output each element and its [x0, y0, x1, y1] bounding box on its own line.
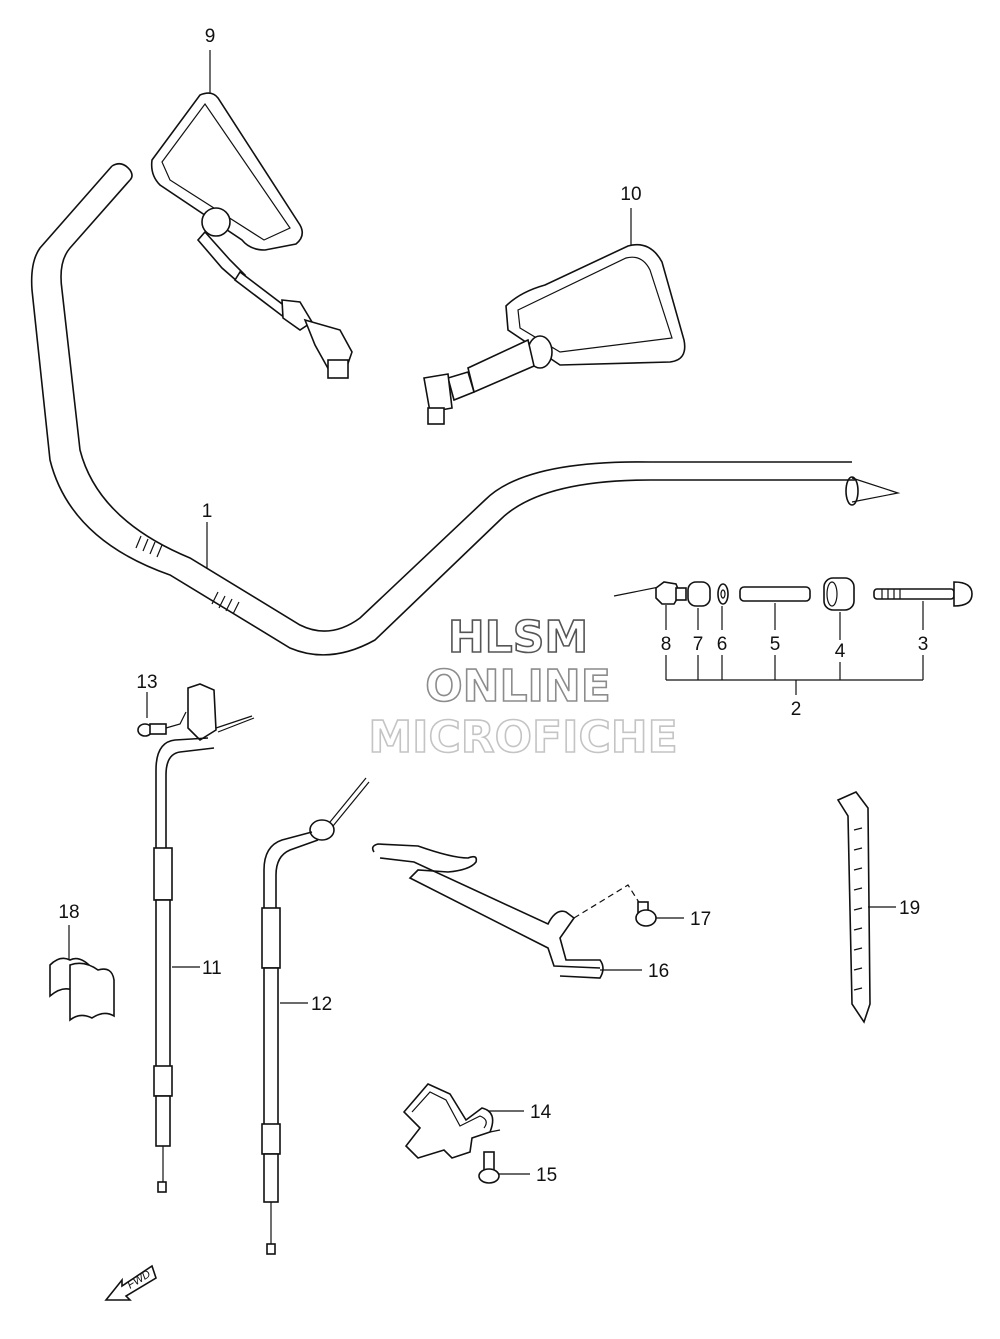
- part-10-right-mirror[interactable]: [423, 208, 686, 425]
- part-1-handlebar[interactable]: [30, 162, 901, 656]
- part-15-bolt[interactable]: [478, 1151, 530, 1184]
- callout-6: 6: [717, 634, 728, 655]
- callout-9: 9: [205, 26, 216, 47]
- callout-16: 16: [648, 961, 669, 982]
- part-8-bolt[interactable]: [613, 581, 687, 605]
- part-18-clamp[interactable]: [49, 925, 115, 1022]
- part-16-wire-guide[interactable]: [371, 843, 642, 979]
- callout-18: 18: [58, 902, 79, 923]
- callout-10: 10: [620, 184, 641, 205]
- part-11-cable[interactable]: [153, 683, 255, 1193]
- callout-3: 3: [918, 634, 929, 655]
- callout-13: 13: [136, 672, 157, 693]
- part-13-screw[interactable]: [137, 692, 187, 737]
- part-2-holder-set-bracket: [665, 601, 924, 695]
- watermark: HLSM ONLINE MICROFICHE: [368, 611, 679, 764]
- part-6-washer[interactable]: [717, 583, 729, 605]
- watermark-line-1: HLSM: [448, 612, 588, 663]
- part-14-wire-clip[interactable]: [402, 1083, 524, 1159]
- watermark-line-2: ONLINE: [425, 661, 611, 712]
- part-5-spacer[interactable]: [739, 586, 811, 602]
- part-4-bushing[interactable]: [823, 577, 855, 611]
- callout-11: 11: [202, 958, 222, 979]
- part-3-long-bolt[interactable]: [873, 581, 973, 607]
- callout-8: 8: [661, 634, 672, 655]
- part-9-left-mirror[interactable]: [150, 50, 353, 379]
- callout-14: 14: [530, 1102, 552, 1123]
- callout-19: 19: [899, 898, 920, 919]
- callout-4: 4: [835, 641, 846, 662]
- callout-12: 12: [311, 994, 332, 1015]
- callout-2: 2: [791, 699, 802, 720]
- part-17-bolt[interactable]: [635, 901, 684, 927]
- callout-labels: 9 10 1 8 7 6 5 4 3 2 13 18 11 12 17 16 1…: [58, 26, 928, 1186]
- callout-17: 17: [690, 909, 711, 930]
- watermark-line-3: MICROFICHE: [368, 712, 677, 763]
- callout-1: 1: [202, 501, 213, 522]
- callout-5: 5: [770, 634, 781, 655]
- part-7-collar[interactable]: [687, 581, 711, 607]
- callout-7: 7: [693, 634, 704, 655]
- part-19-cable-tie[interactable]: [836, 791, 896, 1024]
- part-12-cable[interactable]: [261, 777, 370, 1255]
- fwd-arrow-icon: FWD: [104, 1264, 157, 1301]
- callout-15: 15: [536, 1165, 557, 1186]
